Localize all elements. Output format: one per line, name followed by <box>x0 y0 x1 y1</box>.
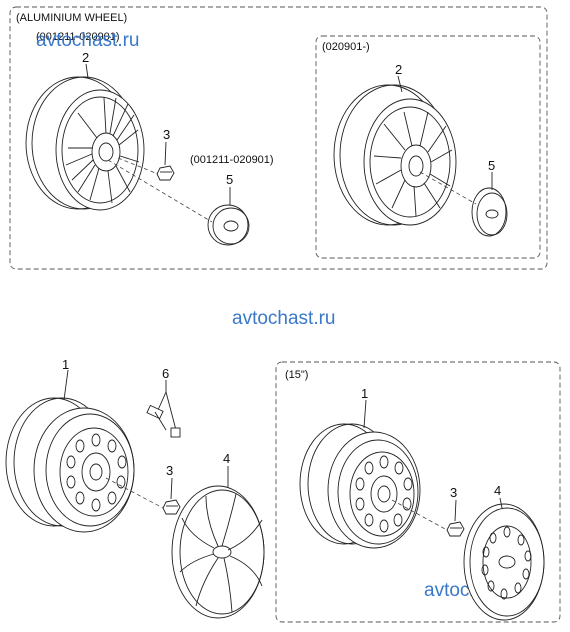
wheel-cover-right <box>463 497 545 621</box>
watermark-top-left: avtochast.ru <box>36 30 140 51</box>
date-range-label-right: (020901-) <box>322 41 370 53</box>
part-number-6: 6 <box>162 366 169 381</box>
part-number-2-right: 2 <box>395 62 402 77</box>
leader-dash-nut-bottom-right <box>391 499 448 531</box>
watermark-center: avtochast.ru <box>232 308 336 329</box>
part-number-1-left: 1 <box>62 357 69 372</box>
part-number-4-left: 4 <box>223 451 230 466</box>
aluminium-wheel-label: (ALUMINIUM WHEEL) <box>16 12 127 24</box>
alloy-wheel-left <box>25 63 145 211</box>
part-number-3-top: 3 <box>163 127 170 142</box>
alloy-wheel-right <box>333 75 457 226</box>
steel-wheel-right <box>299 399 421 549</box>
valve-stems <box>146 380 181 438</box>
date-range-label-top: (001211-020901) <box>36 31 120 43</box>
size-15-label: (15") <box>285 369 308 381</box>
leader-dash-cap-right <box>419 171 477 205</box>
part-number-3-bottom-left: 3 <box>166 463 173 478</box>
leader-dash-cap-left <box>107 159 213 223</box>
steel-wheel-15-box <box>275 361 561 623</box>
steel-wheel-left <box>5 369 135 533</box>
center-cap-left <box>207 187 250 246</box>
leader-dash-nut-top <box>117 157 159 175</box>
part-number-1-right: 1 <box>361 386 368 401</box>
aluminium-wheel-group-box <box>9 6 548 270</box>
alloy-wheel-020901-box <box>315 35 541 259</box>
center-cap-right <box>471 172 508 237</box>
part-number-5-right: 5 <box>488 158 495 173</box>
part-number-5-left: 5 <box>226 172 233 187</box>
wheel-cover-left <box>171 466 265 619</box>
lug-nut-top <box>156 141 175 181</box>
part-number-2-left: 2 <box>82 50 89 65</box>
date-range-label-cap: (001211-020901) <box>190 154 274 166</box>
part-number-3-bottom-right: 3 <box>450 485 457 500</box>
lug-nut-bottom-left <box>162 477 181 515</box>
leader-dash-nut-bottom-left <box>105 477 164 509</box>
part-number-4-right: 4 <box>494 483 501 498</box>
lug-nut-bottom-right <box>446 499 465 537</box>
